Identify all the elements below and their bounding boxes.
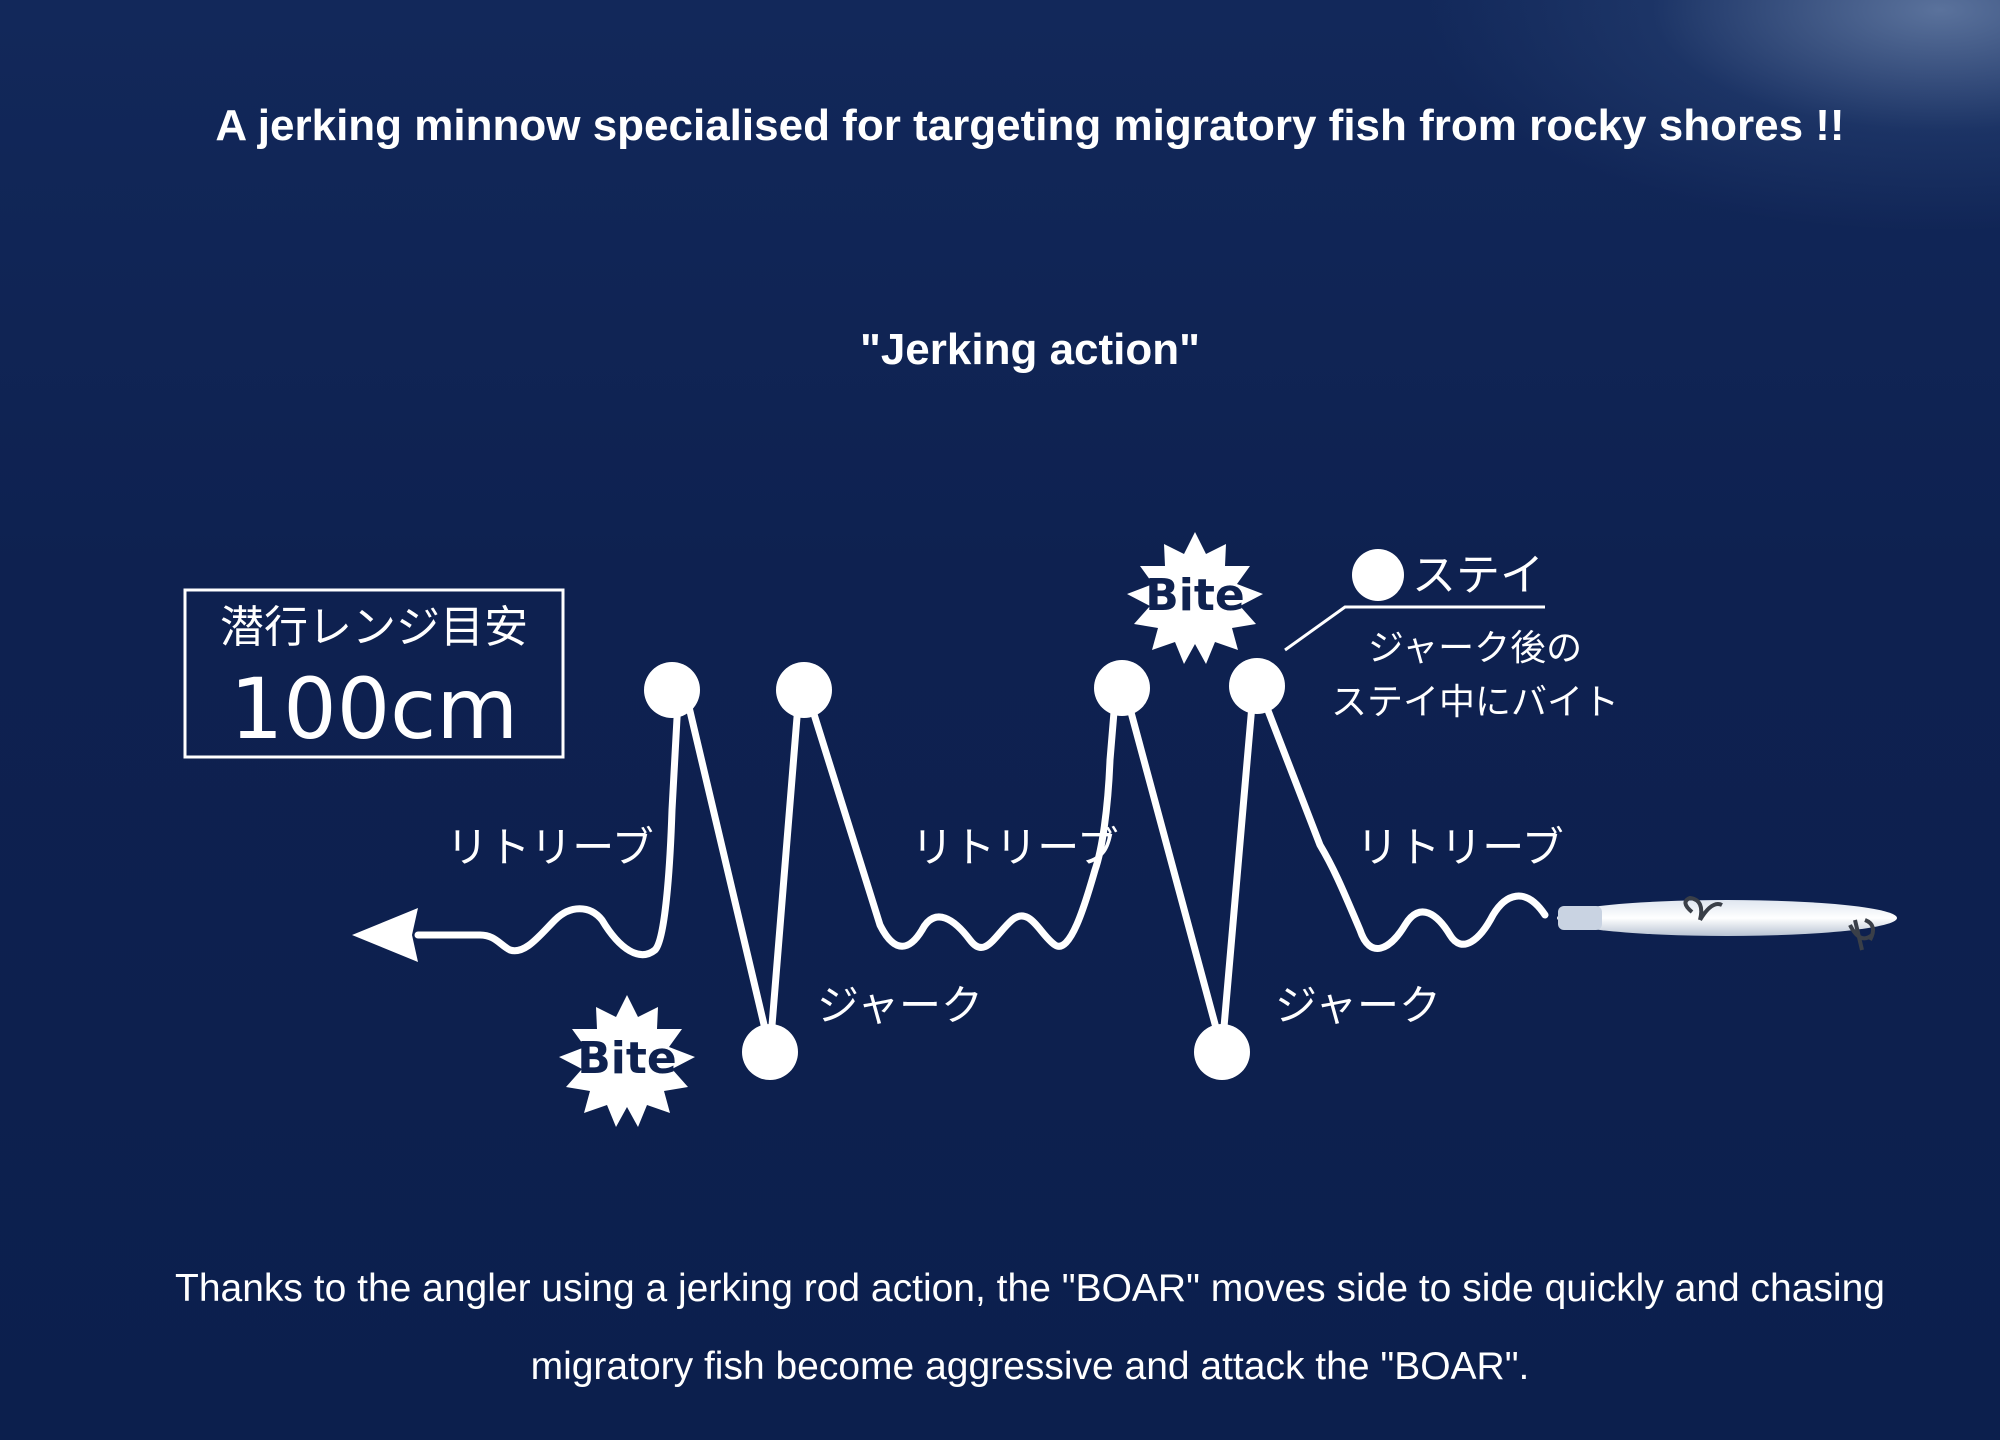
action-path [414,680,1549,1054]
stay-legend-dot [1352,549,1404,601]
stay-legend-desc-2: ステイ中にバイト [1331,682,1619,723]
jerking-action-diagram: 潜行レンジ目安 100cm リトリーブ リトリーブ リトリーブ ジャーク ジャー… [183,532,1897,1127]
stay-legend-title: ステイ [1412,550,1544,601]
starburst-icon [559,995,695,1127]
stay-legend: ステイ ジャーク後の ステイ中にバイト [1284,549,1619,723]
subheading: "Jerking action" [859,325,1201,374]
jerk-top-node [776,662,832,718]
jerk-bottom-node [742,1024,798,1080]
lure-icon [1557,895,1897,951]
stay-leader-line [1284,605,1545,652]
stay-legend-desc-1: ジャーク後の [1368,628,1582,669]
retrieve-label: リトリーブ [446,823,653,872]
jerk-bottom-node [1194,1024,1250,1080]
footer-description: Thanks to the angler using a jerking rod… [175,1267,1885,1388]
retrieve-label: リトリーブ [911,823,1118,872]
bite-burst: Bite [559,995,695,1127]
jerk-label: ジャーク [1275,981,1441,1030]
jerk-label: ジャーク [817,981,983,1030]
range-box: 潜行レンジ目安 100cm [183,588,565,759]
bite-burst: Bite [1127,532,1263,664]
jerk-top-node [1229,658,1285,714]
bite-label: Bite [1145,570,1245,621]
jerk-top-node [1094,660,1150,716]
headline: A jerking minnow specialised for targeti… [215,101,1845,150]
range-box-value: 100cm [230,660,518,758]
jerk-top-node [644,662,700,718]
retrieve-label: リトリーブ [1356,823,1563,872]
direction-arrowhead [352,908,418,962]
bite-label: Bite [577,1033,677,1084]
range-box-label: 潜行レンジ目安 [220,602,528,653]
starburst-icon [1127,532,1263,664]
